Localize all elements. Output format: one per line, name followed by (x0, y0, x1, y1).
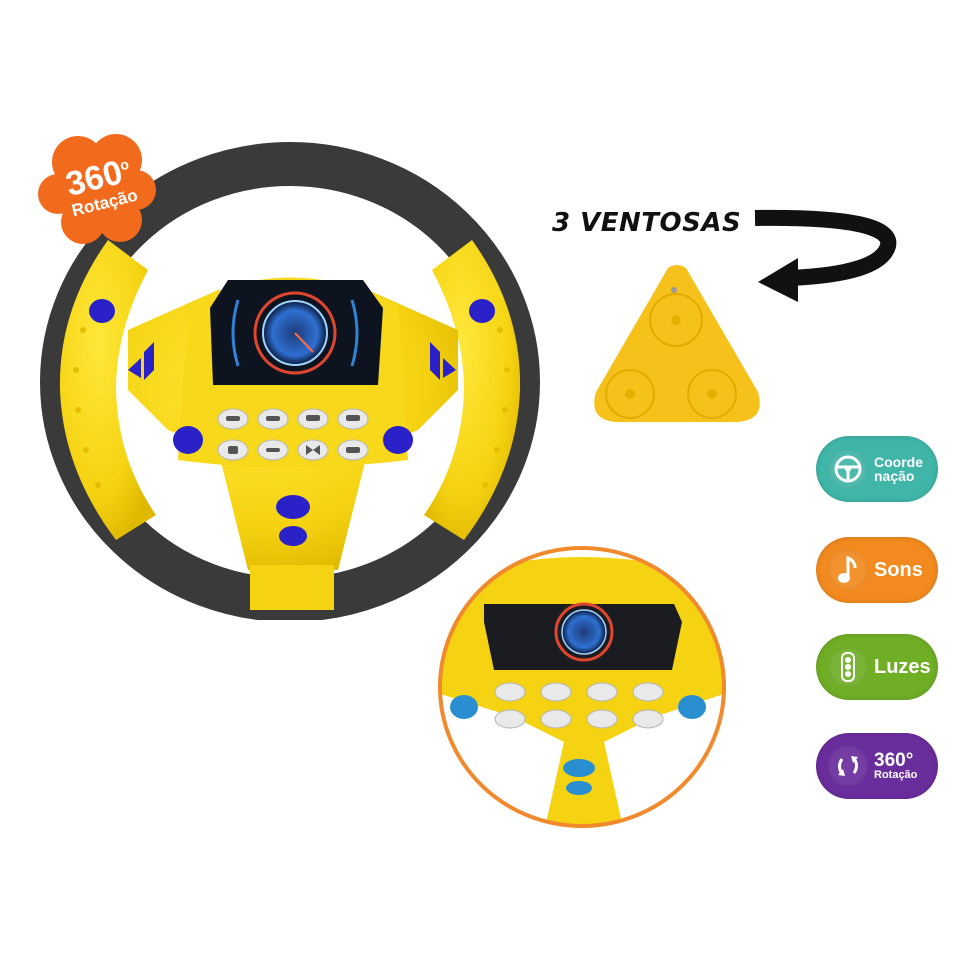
rotate-arrows-icon (828, 746, 868, 786)
music-note-icon (828, 550, 868, 590)
detail-zoom-circle (434, 542, 730, 832)
feature-rotation-badge: 360° Rotação (816, 733, 938, 799)
feature-label: 360° Rotação (874, 750, 918, 781)
feature-label: Coorde nação (874, 454, 923, 484)
feature-label: Sons (874, 559, 923, 581)
feature-label: Luzes (874, 656, 931, 678)
suction-cups-title: 3 VENTOSAS (552, 208, 742, 238)
steering-wheel-illustration (40, 142, 540, 620)
rotation-360-badge: 360o Rotação (38, 132, 156, 244)
feature-sounds-badge: Sons (816, 537, 938, 603)
feature-lights-badge: Luzes (816, 634, 938, 700)
steering-wheel-toy (38, 130, 548, 620)
suction-cup-base (588, 262, 766, 430)
curved-arrow-icon (750, 206, 900, 306)
feature-coordination-badge: Coorde nação (816, 436, 938, 502)
cloud-badge-shape (38, 134, 156, 244)
steering-wheel-icon (828, 449, 868, 489)
traffic-light-icon (828, 647, 868, 687)
